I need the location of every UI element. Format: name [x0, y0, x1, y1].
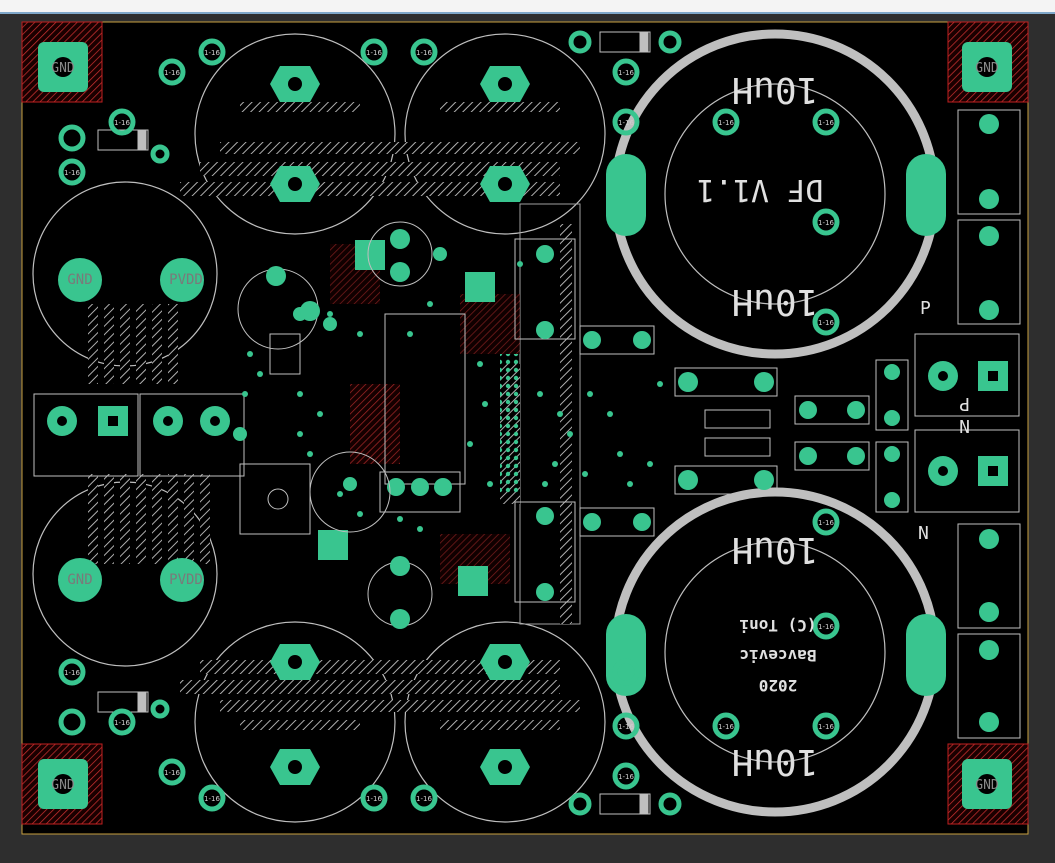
via-label: 1-16: [618, 119, 634, 127]
gnd-label-left-bottom: GND: [67, 572, 92, 588]
mounting-hole-tl[interactable]: [21, 21, 103, 103]
gnd-label-corner-br: GND: [975, 778, 999, 793]
pvdd-label-left-top: PVDD: [169, 272, 203, 288]
inductor-top[interactable]: [606, 29, 946, 359]
pvdd-label-left-bottom: PVDD: [169, 572, 203, 588]
via-label: 1-16: [114, 119, 130, 127]
inductor-label-top-1: 10uH: [732, 69, 819, 110]
copyright-line-3: 2020: [759, 676, 798, 695]
via-labels: 1-16 1-16 1-16 1-16 1-16 1-16 1-16 1-16 …: [64, 49, 834, 803]
mounting-hole-tr[interactable]: [947, 21, 1029, 103]
inductor-bottom[interactable]: [606, 487, 946, 817]
output-filter-caps[interactable]: [514, 238, 909, 603]
via-label: 1-16: [64, 669, 80, 677]
silkscreen-text: 10uH 10uH 10uH 10uH DF V1.1 (C) Toni Bav…: [51, 61, 999, 793]
gnd-label-left-top: GND: [67, 272, 92, 288]
label-p-1: P: [920, 298, 931, 319]
via-label: 1-16: [618, 723, 634, 731]
mounting-hole-br[interactable]: [947, 743, 1029, 825]
app-title-bar: [0, 0, 1055, 14]
label-p-2: P: [959, 393, 970, 414]
pcb-layout[interactable]: 10uH 10uH 10uH 10uH DF V1.1 (C) Toni Bav…: [0, 14, 1055, 863]
terminal-output-p[interactable]: [914, 333, 1020, 417]
mounting-hole-bl[interactable]: [21, 743, 103, 825]
board-version: DF V1.1: [697, 172, 823, 207]
via-label: 1-16: [114, 719, 130, 727]
gnd-label-corner-bl: GND: [51, 778, 75, 793]
diodes[interactable]: [97, 31, 651, 815]
terminal-output-n[interactable]: [914, 429, 1020, 513]
board-outline: [21, 21, 1029, 835]
gnd-label-corner-tl: GND: [51, 61, 75, 76]
via-label: 1-16: [204, 795, 220, 803]
via-label: 1-16: [618, 773, 634, 781]
via-field: [233, 247, 663, 532]
inductor-label-bottom-1: 10uH: [732, 529, 819, 570]
via-label: 1-16: [818, 119, 834, 127]
via-label: 1-16: [818, 623, 834, 631]
via-label: 1-16: [718, 119, 734, 127]
labelled-vias[interactable]: [58, 30, 840, 816]
bulk-cap-pads[interactable]: [58, 66, 530, 785]
via-label: 1-16: [818, 723, 834, 731]
gnd-label-corner-tr: GND: [975, 61, 999, 76]
via-label: 1-16: [718, 723, 734, 731]
via-label: 1-16: [416, 49, 432, 57]
copyright-line-1: (C) Toni: [739, 616, 816, 635]
via-label: 1-16: [164, 769, 180, 777]
film-capacitors-right[interactable]: [957, 109, 1021, 739]
via-label: 1-16: [618, 69, 634, 77]
terminal-input-left[interactable]: [33, 393, 245, 477]
via-label: 1-16: [204, 49, 220, 57]
via-label: 1-16: [164, 69, 180, 77]
inductor-label-top-2: 10uH: [732, 281, 819, 322]
pcb-canvas[interactable]: 10uH 10uH 10uH 10uH DF V1.1 (C) Toni Bav…: [0, 14, 1055, 863]
via-label: 1-16: [64, 169, 80, 177]
via-label: 1-16: [366, 795, 382, 803]
via-label: 1-16: [818, 319, 834, 327]
inductor-label-bottom-2: 10uH: [732, 741, 819, 782]
small-capacitors[interactable]: [237, 221, 433, 629]
electrolytic-capacitors: [32, 33, 606, 823]
label-n-2: N: [918, 523, 929, 544]
via-label: 1-16: [416, 795, 432, 803]
label-n-1: N: [959, 415, 970, 436]
via-label: 1-16: [366, 49, 382, 57]
copyright-line-2: Bavcevic: [739, 646, 816, 665]
via-label: 1-16: [818, 519, 834, 527]
via-label: 1-16: [818, 219, 834, 227]
